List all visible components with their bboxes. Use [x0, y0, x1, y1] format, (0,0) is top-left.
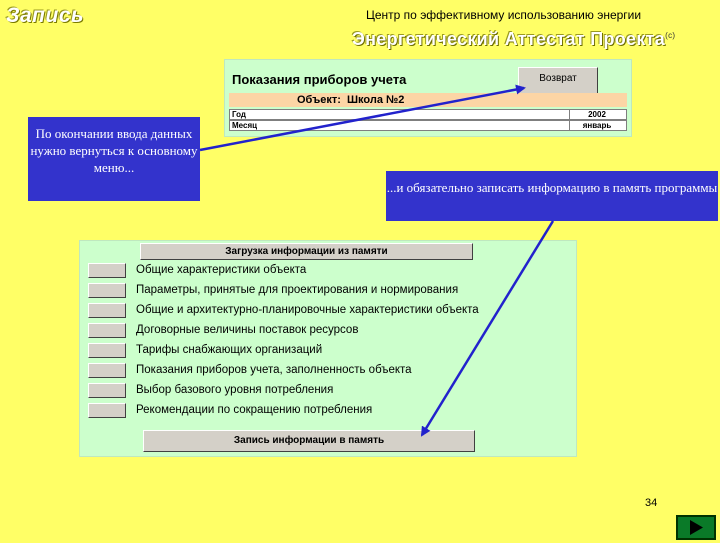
- year-value: 2002: [569, 110, 624, 119]
- month-label: Месяц: [232, 121, 258, 130]
- menu-item-label: Выбор базового уровня потребления: [136, 384, 334, 396]
- month-value: январь: [569, 121, 624, 130]
- menu-item-button[interactable]: [88, 403, 126, 418]
- object-label: Объект:: [297, 94, 341, 106]
- callout-save-to-memory: ...и обязательно записать информацию в п…: [386, 171, 718, 221]
- menu-item-label: Показания приборов учета, заполненность …: [136, 364, 412, 376]
- menu-item-button[interactable]: [88, 303, 126, 318]
- menu-item-button[interactable]: [88, 363, 126, 378]
- object-bar: Объект: Школа №2: [229, 93, 627, 107]
- meter-readings-screenshot: Показания приборов учета Возврат Объект:…: [224, 59, 632, 137]
- next-slide-button[interactable]: [676, 515, 716, 540]
- page-number: 34: [645, 497, 658, 509]
- load-from-memory-button[interactable]: Загрузка информации из памяти: [140, 243, 473, 260]
- project-title-text: Энергетический Аттестат Проекта: [352, 29, 666, 49]
- year-label: Год: [232, 110, 246, 119]
- month-row: Месяц январь: [229, 120, 627, 131]
- menu-item-button[interactable]: [88, 283, 126, 298]
- menu-item-button[interactable]: [88, 343, 126, 358]
- year-row: Год 2002: [229, 109, 627, 120]
- organization-name: Центр по эффективному использованию энер…: [366, 8, 642, 22]
- play-arrow-icon: [690, 520, 703, 535]
- project-title: Энергетический Аттестат Проекта(c): [352, 29, 675, 50]
- save-to-memory-button[interactable]: Запись информации в память: [143, 430, 475, 452]
- copyright-mark: (c): [665, 31, 676, 40]
- menu-item-label: Параметры, принятые для проектирования и…: [136, 284, 459, 296]
- menu-item-label: Рекомендации по сокращению потребления: [136, 404, 373, 416]
- main-menu-screenshot: Загрузка информации из памяти Общие хара…: [79, 240, 577, 457]
- return-button[interactable]: Возврат: [518, 67, 598, 95]
- object-value: Школа №2: [347, 94, 405, 106]
- menu-item-label: Тарифы снабжающих организаций: [136, 344, 323, 356]
- meter-screen-title: Показания приборов учета: [232, 72, 407, 87]
- menu-item-label: Договорные величины поставок ресурсов: [136, 324, 359, 336]
- menu-item-button[interactable]: [88, 263, 126, 278]
- menu-item-button[interactable]: [88, 383, 126, 398]
- menu-item-label: Общие и архитектурно-планировочные харак…: [136, 304, 479, 316]
- slide-title: Запись: [6, 4, 84, 27]
- callout-return-to-menu: По окончании ввода данных нужно вернутьс…: [28, 117, 200, 201]
- menu-item-button[interactable]: [88, 323, 126, 338]
- menu-item-label: Общие характеристики объекта: [136, 264, 307, 276]
